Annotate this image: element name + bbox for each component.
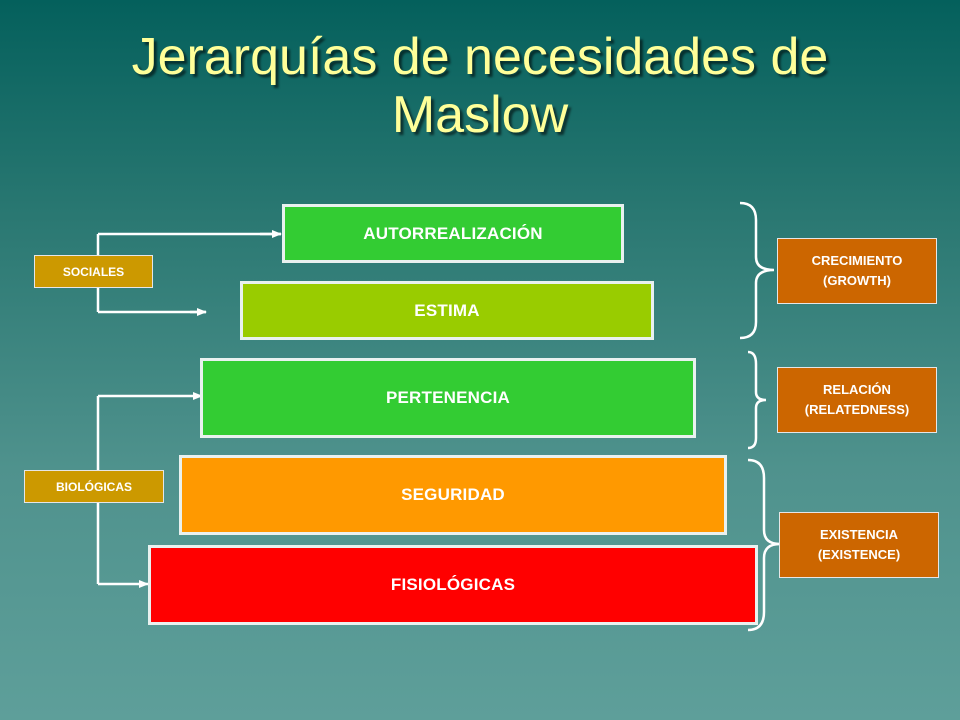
level-label: SEGURIDAD: [401, 485, 505, 504]
title-line-2: Maslow: [391, 86, 569, 144]
tag-sociales: SOCIALES: [34, 255, 153, 288]
slide-title: Jerarquías de necesidades de Maslow: [0, 28, 960, 144]
group-growth: CRECIMIENTO (GROWTH): [777, 238, 937, 304]
level-fisiologicas: FISIOLÓGICAS: [148, 545, 758, 625]
tag-biologicas: BIOLÓGICAS: [24, 470, 164, 503]
level-label: PERTENENCIA: [385, 388, 511, 407]
brace-relatedness: [747, 350, 767, 450]
level-autorrealizacion: AUTORREALIZACIÓN: [282, 204, 624, 263]
group-existence: EXISTENCIA (EXISTENCE): [779, 512, 939, 578]
title-line-1: Jerarquías de necesidades de: [131, 28, 829, 86]
level-pertenencia: PERTENENCIA: [200, 358, 696, 438]
brace-growth: [739, 201, 775, 340]
group-relatedness: RELACIÓN (RELATEDNESS): [777, 367, 937, 433]
level-estima: ESTIMA: [240, 281, 654, 340]
level-seguridad: SEGURIDAD: [179, 455, 727, 535]
level-label: FISIOLÓGICAS: [390, 575, 516, 594]
level-label: ESTIMA: [414, 300, 480, 320]
level-label: AUTORREALIZACIÓN: [363, 223, 543, 243]
